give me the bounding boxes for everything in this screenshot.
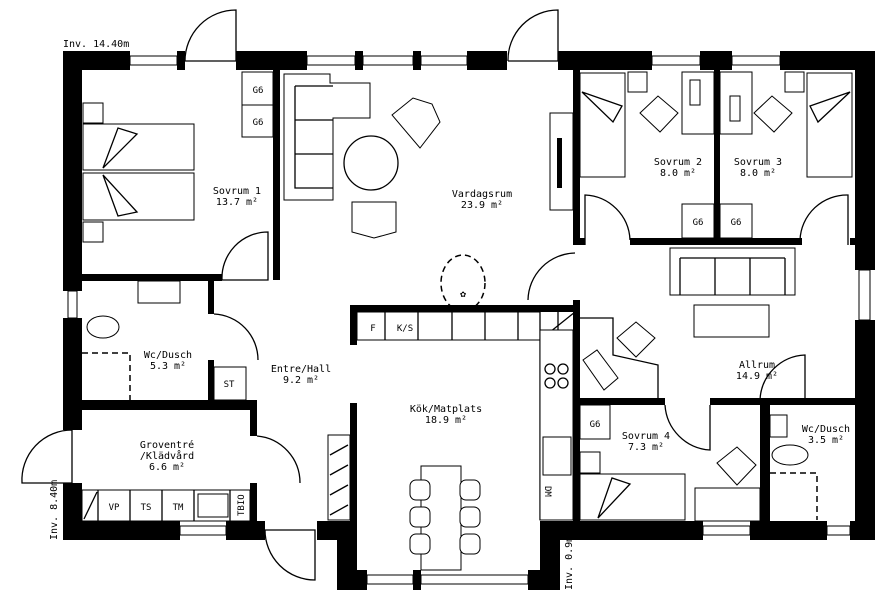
- coffee-table: [343, 135, 399, 191]
- bed: [82, 123, 195, 171]
- dishwasher-label: DM: [542, 486, 552, 497]
- svg-text:7.3 m²: 7.3 m²: [628, 442, 664, 453]
- bed: [579, 473, 686, 521]
- fridge-freezer-label: K/S: [397, 324, 413, 334]
- svg-text:Sovrum 2: Sovrum 2: [654, 157, 702, 168]
- furniture: G6 G6 ✿ G6 G6: [81, 71, 853, 571]
- sink: [542, 436, 572, 476]
- room-sovrum-1: Sovrum 113.7 m²: [213, 186, 261, 208]
- bed: [82, 172, 195, 221]
- wardrobe-label: G6: [731, 218, 742, 228]
- doors[interactable]: [21, 9, 849, 581]
- heat-pump-label: VP: [109, 503, 120, 513]
- svg-text:14.9 m²: 14.9 m²: [736, 371, 778, 382]
- svg-text:8.0 m²: 8.0 m²: [660, 168, 696, 179]
- fridge-label: F: [370, 324, 375, 334]
- wardrobe-label: G6: [253, 118, 264, 128]
- svg-text:✿: ✿: [460, 289, 466, 300]
- washer-label: TM: [173, 503, 184, 513]
- armchair: [391, 97, 441, 149]
- wardrobe-label: G6: [590, 420, 601, 430]
- wardrobe-label: G6: [253, 86, 264, 96]
- svg-text:8.0 m²: 8.0 m²: [740, 168, 776, 179]
- svg-text:Allrum: Allrum: [739, 360, 775, 371]
- svg-text:Groventré: Groventré: [140, 439, 194, 451]
- room-sovrum-3: Sovrum 38.0 m²: [734, 157, 782, 179]
- fireplace: [440, 254, 486, 312]
- svg-text:9.2 m²: 9.2 m²: [283, 375, 319, 386]
- dimension-top: Inv. 14.40m: [63, 39, 129, 50]
- windows: [67, 55, 871, 585]
- nightstand: [82, 102, 104, 124]
- svg-text:3.5 m²: 3.5 m²: [808, 435, 844, 446]
- svg-text:Sovrum 1: Sovrum 1: [213, 186, 261, 197]
- interior-walls: [82, 70, 855, 521]
- svg-text:Entre/Hall: Entre/Hall: [271, 364, 331, 375]
- table: [693, 304, 770, 338]
- sofa: [669, 247, 796, 296]
- svg-text:Kök/Matplats: Kök/Matplats: [410, 404, 482, 415]
- wardrobe-label: G6: [693, 218, 704, 228]
- svg-text:23.9 m²: 23.9 m²: [461, 200, 503, 211]
- storage-label: ST: [224, 380, 235, 390]
- svg-text:Wc/Dusch: Wc/Dusch: [144, 350, 192, 361]
- svg-text:Vardagsrum: Vardagsrum: [452, 189, 512, 200]
- utility-label: TBIO: [237, 494, 247, 516]
- svg-text:6.6 m²: 6.6 m²: [149, 462, 185, 473]
- svg-text:18.9 m²: 18.9 m²: [425, 415, 467, 426]
- svg-text:5.3 m²: 5.3 m²: [150, 361, 186, 372]
- svg-text:Sovrum 3: Sovrum 3: [734, 157, 782, 168]
- svg-text:Wc/Dusch: Wc/Dusch: [802, 424, 850, 435]
- dimension-left: Inv. 8.40m: [49, 480, 60, 540]
- room-sovrum-2: Sovrum 28.0 m²: [654, 157, 702, 179]
- room-sovrum-4: Sovrum 47.3 m²: [622, 431, 670, 453]
- exterior-walls: [63, 51, 875, 590]
- svg-text:13.7 m²: 13.7 m²: [216, 197, 258, 208]
- dimension-bottom: Inv. 0.9m: [564, 536, 575, 590]
- armchair: [351, 201, 397, 239]
- dryer-label: TS: [141, 503, 152, 513]
- desk: [694, 487, 761, 522]
- svg-text:Sovrum 4: Sovrum 4: [622, 431, 670, 442]
- svg-text:/Klädvård: /Klädvård: [140, 449, 194, 462]
